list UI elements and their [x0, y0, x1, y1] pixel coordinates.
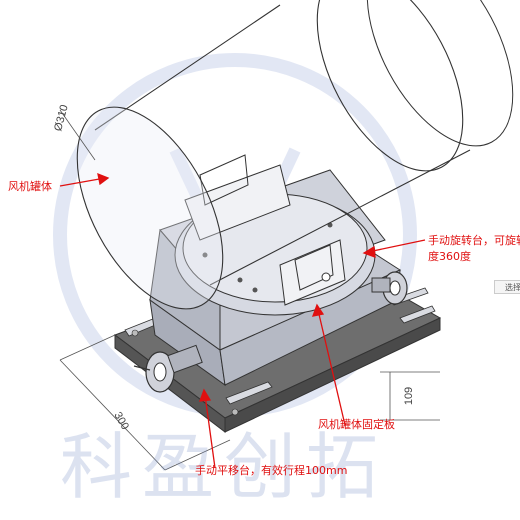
chamber-label: 风机罐体: [8, 180, 52, 193]
rotary-table-label-line2: 度360度: [428, 250, 471, 263]
fixing-plate: [184, 154, 346, 306]
watermark-text: 科盈创拓: [60, 425, 389, 509]
translation-stage-label: 手动平移台，有效行程100mm: [195, 464, 348, 477]
dimension-lines: [59, 109, 440, 471]
fixing-plate-label: 风机罐体固定板: [318, 418, 395, 431]
select-tooltip[interactable]: 选择: [494, 280, 520, 294]
height-dimension: 109: [403, 386, 416, 406]
rotary-knob: [371, 271, 408, 305]
translation-knob: [133, 344, 203, 393]
annotation-arrows: [59, 172, 426, 469]
rotary-table-label: 手动旋转台，可旋转角: [428, 234, 520, 247]
